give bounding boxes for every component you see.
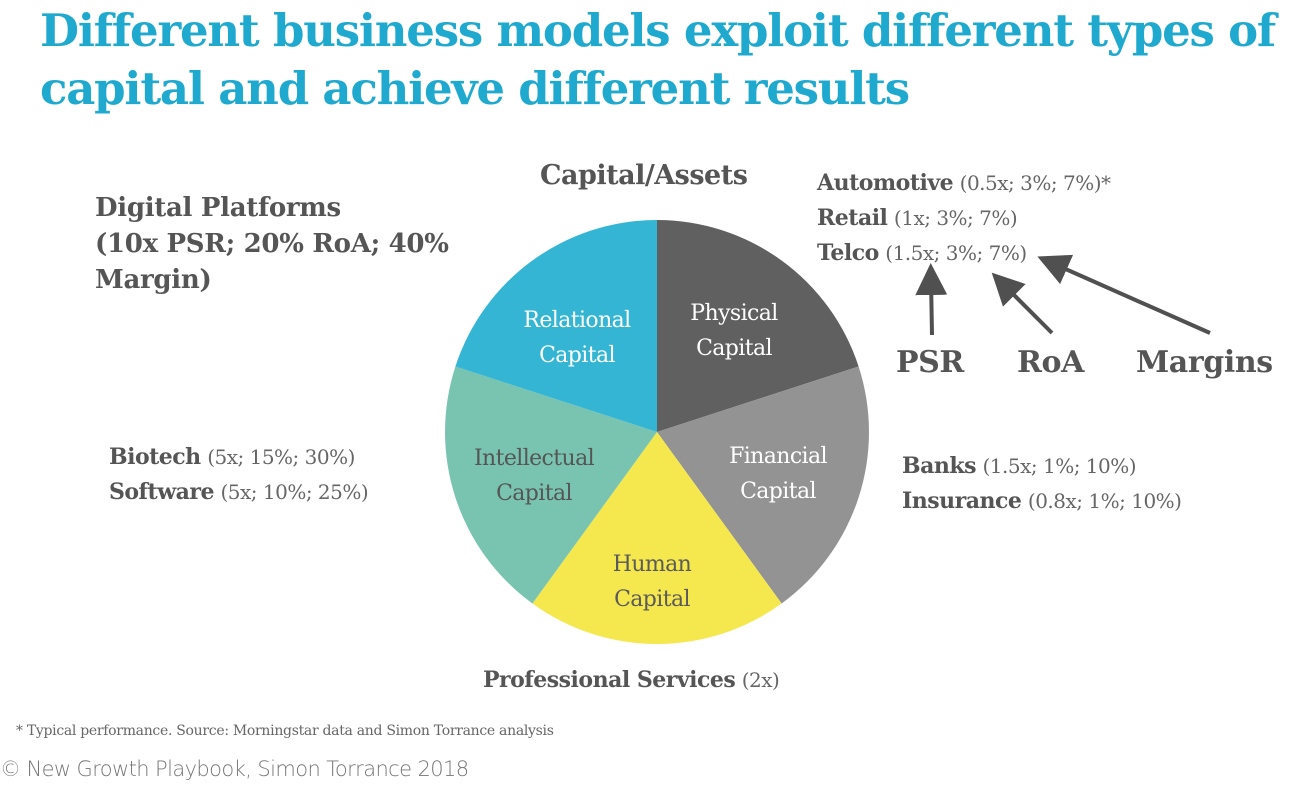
industry-banks: Banks (1.5x; 1%; 10%) xyxy=(902,449,1181,484)
slice-label-relational: Relational xyxy=(523,308,631,333)
industry-name: Professional Services xyxy=(483,667,736,693)
industry-name: Telco xyxy=(817,240,879,266)
industry-values: (1.5x; 1%; 10%) xyxy=(982,454,1137,478)
arrow-psr xyxy=(915,263,948,336)
metric-psr: PSR xyxy=(896,345,964,380)
industry-name: Biotech xyxy=(109,444,201,470)
slice-label-human-2: Capital xyxy=(614,587,690,612)
group-top-right: Automotive (0.5x; 3%; 7%)* Retail (1x; 3… xyxy=(817,166,1111,271)
slice-label-relational-2: Capital xyxy=(539,343,615,368)
arrow-roa xyxy=(991,272,1054,335)
industry-values: (5x; 10%; 25%) xyxy=(220,480,369,504)
industry-values: (0.5x; 3%; 7%)* xyxy=(959,171,1111,195)
arrow-margins xyxy=(1037,254,1211,335)
slice-label-intellectual-2: Capital xyxy=(496,481,572,506)
industry-insurance: Insurance (0.8x; 1%; 10%) xyxy=(902,484,1182,519)
slice-label-physical: Physical xyxy=(690,301,778,326)
digital-platforms-line-2: (10x PSR; 20% RoA; 40% xyxy=(95,229,449,259)
pie-slices xyxy=(445,220,869,644)
slice-intellectual xyxy=(445,366,657,604)
slice-financial xyxy=(657,366,869,604)
industry-automotive: Automotive (0.5x; 3%; 7%)* xyxy=(817,166,1111,201)
slice-relational xyxy=(455,220,657,432)
industry-biotech: Biotech (5x; 15%; 30%) xyxy=(109,440,368,475)
slice-label-financial: Financial xyxy=(729,444,827,469)
digital-platforms-line-1: Digital Platforms xyxy=(95,193,341,223)
group-bottom: Professional Services (2x) xyxy=(483,663,780,698)
industry-professional-services: Professional Services (2x) xyxy=(483,663,780,698)
metric-roa: RoA xyxy=(1017,345,1085,380)
industry-name: Retail xyxy=(817,205,888,231)
footnote: * Typical performance. Source: Morningst… xyxy=(16,723,554,739)
industry-values: (2x) xyxy=(741,668,780,692)
slice-label-human: Human xyxy=(613,552,692,577)
title-line-2: capital and achieve different results xyxy=(40,62,910,115)
digital-platforms-line-3: Margin) xyxy=(95,265,212,295)
group-right: Banks (1.5x; 1%; 10%) Insurance (0.8x; 1… xyxy=(902,449,1182,519)
slice-label-financial-2: Capital xyxy=(740,479,816,504)
industry-values: (1x; 3%; 7%) xyxy=(893,206,1018,230)
industry-name: Banks xyxy=(902,453,976,479)
industry-telco: Telco (1.5x; 3%; 7%) xyxy=(817,236,1111,271)
industry-name: Insurance xyxy=(902,488,1022,514)
industry-software: Software (5x; 10%; 25%) xyxy=(109,475,369,510)
slice-physical xyxy=(657,220,859,432)
industry-name: Software xyxy=(109,479,214,505)
industry-name: Automotive xyxy=(817,170,954,196)
digital-platforms-label: Digital Platforms (10x PSR; 20% RoA; 40%… xyxy=(95,190,449,298)
pie-heading: Capital/Assets xyxy=(540,160,748,191)
title-line-1: Different business models exploit differ… xyxy=(40,4,1276,57)
industry-values: (0.8x; 1%; 10%) xyxy=(1027,489,1182,513)
industry-values: (1.5x; 3%; 7%) xyxy=(885,241,1027,265)
industry-values: (5x; 15%; 30%) xyxy=(207,445,355,469)
group-left: Biotech (5x; 15%; 30%) Software (5x; 10%… xyxy=(109,440,369,510)
slice-label-intellectual: Intellectual xyxy=(474,446,595,471)
slice-human xyxy=(532,432,782,644)
copyright: © New Growth Playbook, Simon Torrance 20… xyxy=(0,757,469,781)
page-title: Different business models exploit differ… xyxy=(40,2,1290,118)
metric-arrows xyxy=(915,254,1211,336)
slice-label-physical-2: Capital xyxy=(696,336,772,361)
industry-retail: Retail (1x; 3%; 7%) xyxy=(817,201,1111,236)
metric-margins: Margins xyxy=(1136,345,1273,380)
